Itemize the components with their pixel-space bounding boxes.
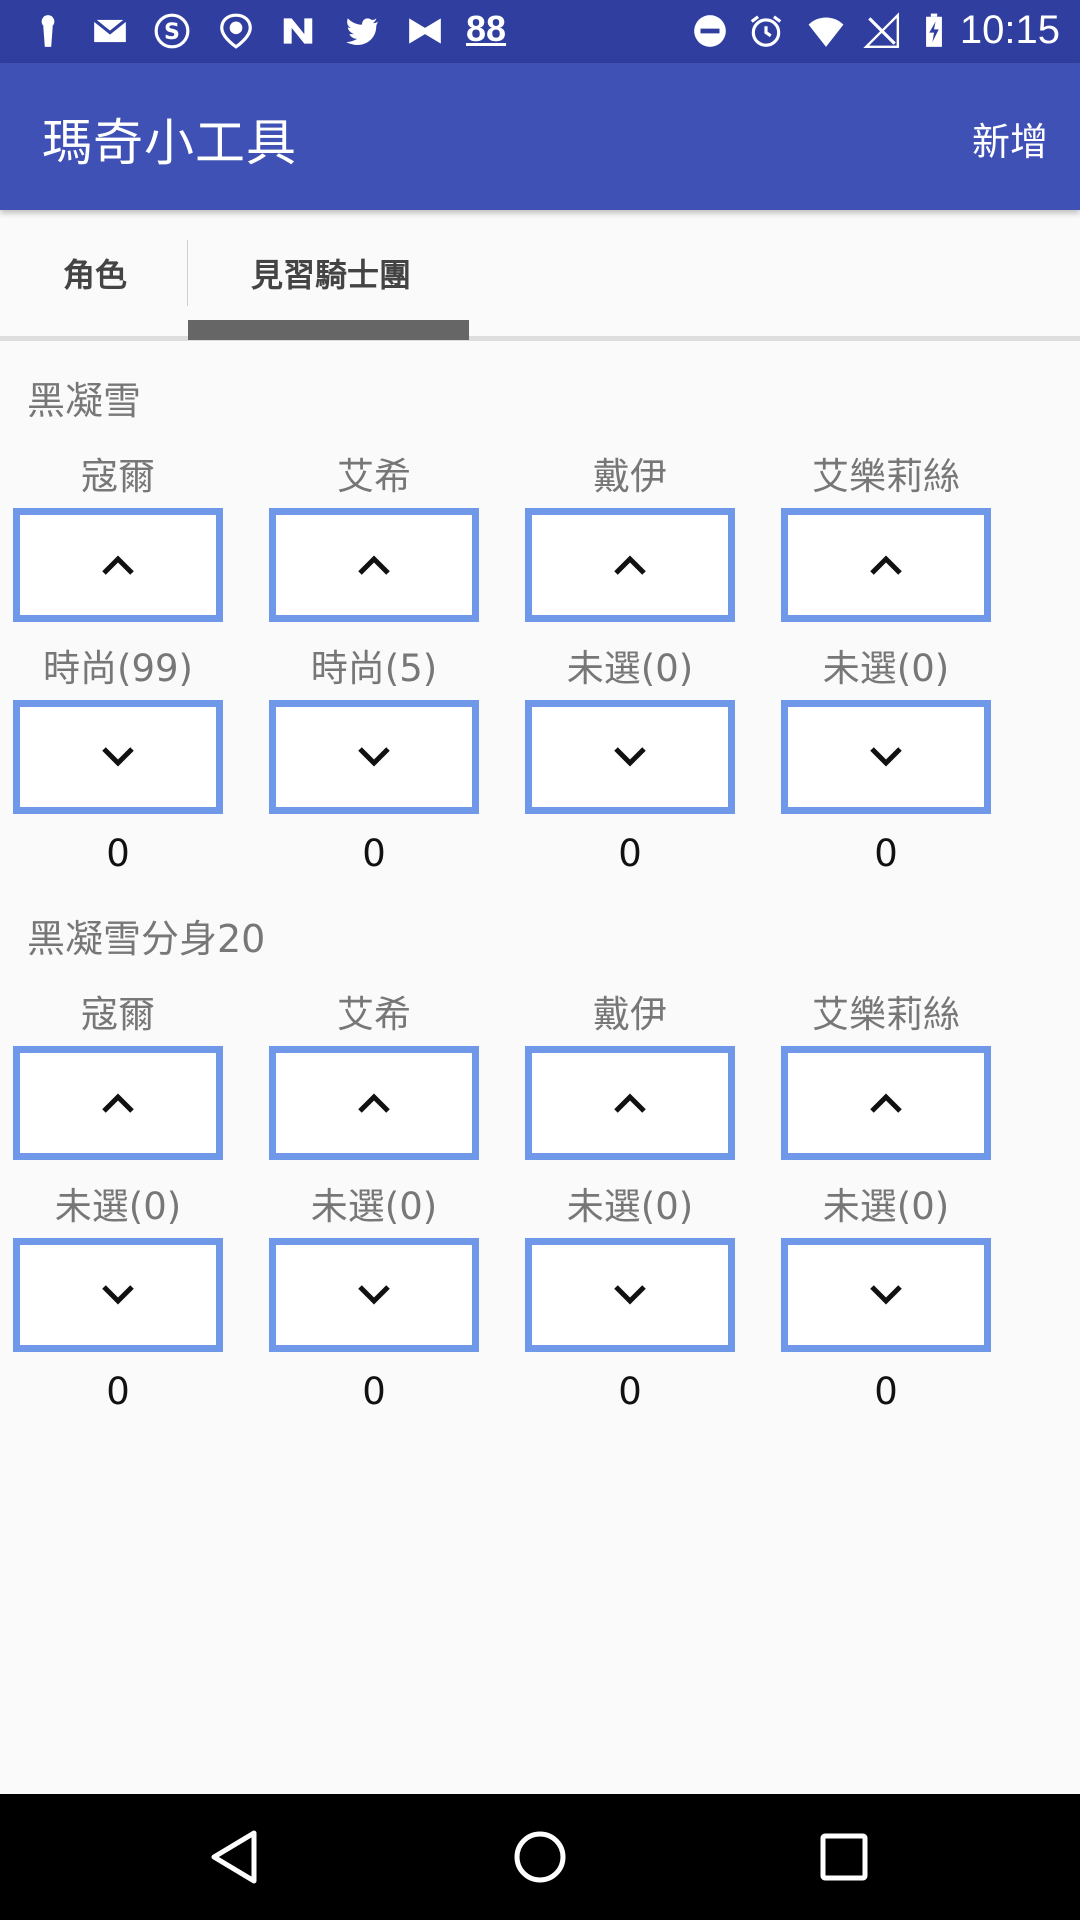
column-status: 未選(0) [822, 647, 950, 690]
increment-button[interactable] [525, 508, 735, 622]
column-status: 未選(0) [566, 647, 694, 690]
notification-count: 88 [466, 8, 507, 49]
decrement-button[interactable] [269, 700, 479, 814]
map-pin-icon [216, 11, 256, 51]
column-name: 艾希 [337, 455, 411, 498]
back-icon [211, 1830, 257, 1884]
count-value: 0 [618, 1370, 642, 1413]
decrement-button[interactable] [13, 700, 223, 814]
add-button[interactable]: 新增 [971, 120, 1048, 164]
dollar-app-icon: S [152, 11, 192, 51]
increment-button[interactable] [269, 1046, 479, 1160]
chevron-up-icon [358, 1093, 390, 1113]
column-name: 寇爾 [81, 993, 155, 1036]
increment-button[interactable] [13, 508, 223, 622]
tab-divider [187, 240, 188, 306]
tab-character[interactable]: 角色 [63, 256, 128, 294]
column-name: 寇爾 [81, 455, 155, 498]
count-value: 0 [106, 1370, 130, 1413]
bowtie-app-icon [405, 11, 445, 51]
chevron-up-icon [614, 555, 646, 575]
column-name: 艾樂莉絲 [812, 993, 960, 1036]
chevron-up-icon [102, 1093, 134, 1113]
decrement-button[interactable] [525, 700, 735, 814]
count-value: 0 [362, 1370, 386, 1413]
home-icon [514, 1831, 566, 1883]
navigation-bar [0, 1794, 1080, 1920]
recents-button[interactable] [806, 1819, 882, 1895]
chevron-up-icon [358, 555, 390, 575]
count-value: 0 [874, 832, 898, 875]
back-button[interactable] [198, 1819, 274, 1895]
chevron-up-icon [102, 555, 134, 575]
count-value: 0 [618, 832, 642, 875]
status-bar: S 88 10:15 [0, 0, 1080, 63]
chevron-down-icon [102, 1285, 134, 1305]
column-name: 艾希 [337, 993, 411, 1036]
dnd-icon [690, 11, 730, 51]
chevron-down-icon [102, 747, 134, 767]
column-name: 艾樂莉絲 [812, 455, 960, 498]
column-name: 戴伊 [593, 455, 667, 498]
increment-button[interactable] [781, 508, 991, 622]
chevron-down-icon [358, 747, 390, 767]
chevron-down-icon [614, 1285, 646, 1305]
home-button[interactable] [502, 1819, 578, 1895]
decrement-button[interactable] [781, 1238, 991, 1352]
twitter-icon [342, 11, 382, 51]
no-signal-icon [862, 11, 902, 51]
section-title: 黑凝雪 [27, 379, 142, 423]
column-status: 未選(0) [54, 1185, 182, 1228]
app-bar: 瑪奇小工具 新增 [0, 63, 1080, 210]
decrement-button[interactable] [525, 1238, 735, 1352]
tab-bar: 角色 見習騎士團 [0, 210, 1080, 341]
column-name: 戴伊 [593, 993, 667, 1036]
keyhole-icon [28, 11, 68, 51]
chevron-up-icon [870, 1093, 902, 1113]
clock: 10:15 [959, 8, 1060, 52]
column-status: 時尚(99) [43, 647, 193, 690]
svg-text:S: S [164, 19, 180, 45]
increment-button[interactable] [13, 1046, 223, 1160]
recents-icon [820, 1833, 868, 1881]
tab-baseline [0, 336, 1080, 341]
chevron-up-icon [870, 555, 902, 575]
column-status: 未選(0) [822, 1185, 950, 1228]
column-status: 未選(0) [566, 1185, 694, 1228]
increment-button[interactable] [781, 1046, 991, 1160]
alarm-icon [746, 11, 786, 51]
decrement-button[interactable] [13, 1238, 223, 1352]
app-title: 瑪奇小工具 [42, 114, 297, 172]
chevron-down-icon [870, 1285, 902, 1305]
count-value: 0 [874, 1370, 898, 1413]
chevron-down-icon [358, 1285, 390, 1305]
tab-apprentice-knights[interactable]: 見習騎士團 [251, 256, 412, 294]
column-status: 時尚(5) [310, 647, 438, 690]
decrement-button[interactable] [269, 1238, 479, 1352]
gmail-icon [90, 11, 130, 51]
section-title: 黑凝雪分身20 [27, 917, 266, 961]
count-value: 0 [106, 832, 130, 875]
chevron-up-icon [614, 1093, 646, 1113]
tab-indicator [188, 320, 469, 340]
battery-charging-icon [914, 11, 954, 51]
column-status: 未選(0) [310, 1185, 438, 1228]
chevron-down-icon [870, 747, 902, 767]
increment-button[interactable] [269, 508, 479, 622]
decrement-button[interactable] [781, 700, 991, 814]
count-value: 0 [362, 832, 386, 875]
chevron-down-icon [614, 747, 646, 767]
n-app-icon [278, 11, 318, 51]
increment-button[interactable] [525, 1046, 735, 1160]
wifi-icon [806, 11, 846, 51]
